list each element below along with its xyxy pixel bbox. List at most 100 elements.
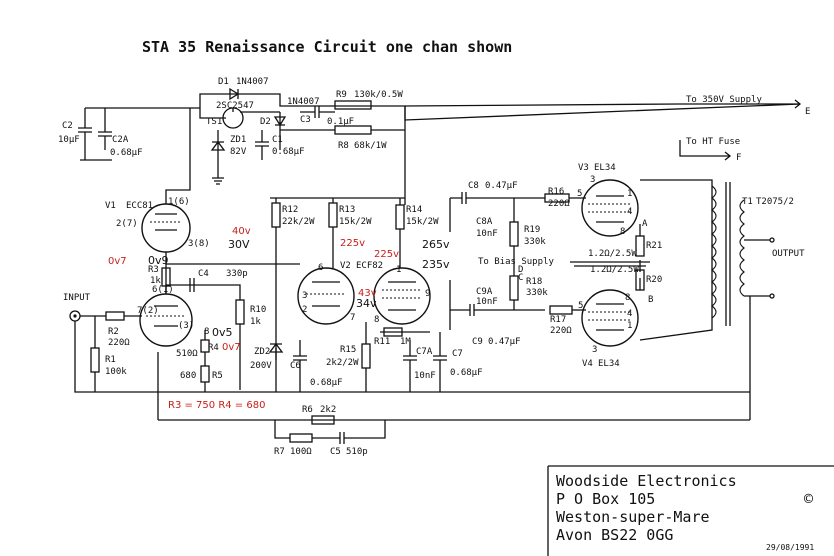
c7a-value: 10nF — [414, 371, 436, 381]
zd2-label: ZD2 — [254, 347, 270, 357]
v3-pin-1: 1 — [627, 189, 632, 199]
r5-resistor — [200, 365, 210, 383]
v1-part: ECC81 — [126, 201, 153, 211]
v4-pin-4: 4 — [627, 309, 632, 319]
voltage-0v7-b: 0v7 — [222, 342, 241, 353]
v2-pin-3: 3 — [302, 291, 307, 301]
v2-pin-2: 2 — [302, 305, 307, 315]
v3-pin-3: 3 — [590, 175, 595, 185]
v1-pin-38: 3(8) — [188, 239, 210, 249]
r9-label: R9 — [336, 90, 347, 100]
c5-capacitor — [339, 432, 345, 444]
zd1-value: 82V — [230, 147, 247, 157]
v4-pin-5: 5 — [578, 301, 583, 311]
diagram-title: STA 35 Renaissance Circuit one chan show… — [142, 38, 512, 56]
c3-label: C3 — [300, 115, 311, 125]
r5-label: R5 — [212, 371, 223, 381]
v1-pin-61: 6(1) — [152, 285, 174, 295]
output-terminal-2 — [769, 293, 775, 299]
output-terminal-1 — [769, 237, 775, 243]
input-jack-center — [73, 314, 77, 318]
voltage-225v-a: 225v — [340, 238, 365, 249]
r15-resistor — [361, 343, 371, 369]
v3-elements — [596, 195, 624, 223]
v4-part: EL34 — [598, 359, 620, 369]
r21-resistor — [635, 235, 645, 257]
c4-capacitor — [189, 278, 195, 292]
d2-part: 1N4007 — [287, 97, 320, 107]
r18-label: R18 — [526, 277, 542, 287]
v1-anode-wire — [165, 108, 191, 204]
r4-label: R4 — [208, 343, 219, 353]
r18-value: 330k — [526, 288, 548, 298]
r1-resistor — [90, 347, 100, 373]
ht-fuse-label: To HT Fuse — [686, 137, 740, 147]
r7-resistor — [289, 433, 313, 443]
r2-resistor — [105, 311, 125, 321]
voltage-40v: 40v — [232, 226, 251, 237]
d1-label: D1 — [218, 77, 229, 87]
r17-label: R17 — [550, 315, 566, 325]
v1-pin-72: 7(2) — [137, 306, 159, 316]
r6-value: 2k2 — [320, 405, 336, 415]
input-label: INPUT — [63, 293, 91, 303]
zd2-zener — [268, 342, 284, 392]
v3-part: EL34 — [594, 163, 616, 173]
r3-value: 1k — [150, 276, 161, 286]
r21-label: R21 — [646, 241, 662, 251]
resistor-note: R3 = 750 R4 = 680 — [168, 400, 265, 411]
voltage-0v7-a: 0v7 — [108, 256, 127, 267]
c8-capacitor — [461, 192, 467, 204]
v3-el34 — [581, 179, 639, 237]
v2-pentode-grids — [382, 289, 422, 299]
v1-lower-triode — [139, 293, 193, 347]
v4-label: V4 — [582, 359, 593, 369]
c2-capacitors — [78, 108, 112, 160]
c8a-label: C8A — [476, 217, 493, 227]
output-label: OUTPUT — [772, 249, 805, 259]
r10-resistor — [235, 299, 245, 325]
c6-capacitor — [293, 340, 307, 392]
d1-part: 1N4007 — [236, 77, 269, 87]
r19-label: R19 — [524, 225, 540, 235]
v1-pin-3: (3) — [178, 321, 194, 331]
v4-elements — [596, 303, 624, 331]
date-stamp: 29/08/1991 — [766, 543, 814, 552]
node-a-label: A — [642, 219, 648, 229]
c2a-value: 0.68µF — [110, 148, 143, 158]
r18-resistor — [509, 275, 519, 301]
r7-value: 100Ω — [290, 447, 312, 457]
voltage-43v: 43v — [358, 288, 377, 299]
node-b-label: B — [648, 295, 653, 305]
r13-resistor — [328, 202, 338, 228]
ground-bus — [74, 321, 750, 393]
node-d-label: D — [518, 265, 523, 275]
c9a-label: C9A — [476, 287, 493, 297]
zd1-zener — [210, 130, 226, 178]
c4-wire — [165, 284, 241, 300]
r17-value: 220Ω — [550, 326, 572, 336]
r16-label: R16 — [548, 187, 564, 197]
arrow-f — [724, 151, 732, 161]
r9-resistor — [334, 100, 372, 110]
company-name: Woodside Electronics — [556, 472, 737, 490]
v4-el34 — [581, 289, 639, 347]
t1-primary-coil — [711, 185, 717, 319]
v3-label: V3 — [578, 163, 589, 173]
v4-pin-8: 8 — [625, 293, 630, 303]
t1-label: T1 — [742, 197, 753, 207]
title-block-frame — [547, 465, 834, 556]
zd1-label: ZD1 — [230, 135, 246, 145]
v3-grids — [588, 203, 632, 213]
r16-value: 220Ω — [548, 199, 570, 209]
v2-pin-7: 7 — [350, 313, 355, 323]
ts1-part: 2SC2547 — [216, 101, 254, 111]
r1-label: R1 — [105, 355, 116, 365]
r7-label: R7 — [274, 447, 285, 457]
node-f-label: F — [736, 153, 741, 163]
r2-label: R2 — [108, 327, 119, 337]
bias-supply-label: To Bias Supply — [478, 257, 554, 267]
r20-resistor — [635, 269, 645, 291]
r5-value: 680 — [180, 371, 196, 381]
po-box: P O Box 105 — [556, 490, 655, 508]
